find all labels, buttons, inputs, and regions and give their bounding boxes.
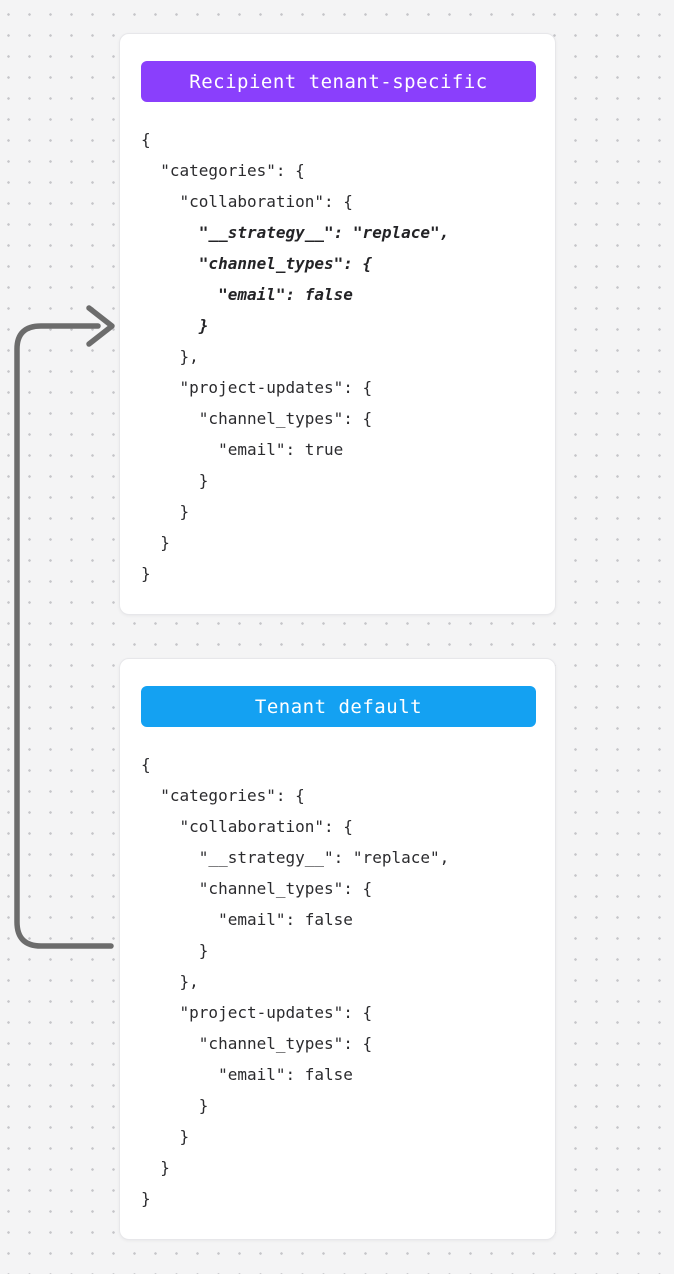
code-line: } <box>141 1096 209 1115</box>
code-line: } <box>141 1189 151 1208</box>
code-line: "__strategy__": "replace", <box>141 848 450 867</box>
code-line: "__strategy__": "replace", <box>141 223 450 242</box>
code-line: "collaboration": { <box>141 192 353 211</box>
card-tenant-default: Tenant default { "categories": { "collab… <box>119 658 556 1240</box>
code-line: }, <box>141 347 199 366</box>
card-recipient-tenant-specific: Recipient tenant-specific { "categories"… <box>119 33 556 615</box>
code-line: "categories": { <box>141 161 305 180</box>
code-line: "project-updates": { <box>141 378 373 397</box>
code-line: "collaboration": { <box>141 817 353 836</box>
code-line: { <box>141 130 151 149</box>
badge-recipient-tenant-specific: Recipient tenant-specific <box>141 61 536 102</box>
code-line: "email": false <box>141 1065 353 1084</box>
code-line: { <box>141 755 151 774</box>
code-line: }, <box>141 972 199 991</box>
code-line: "channel_types": { <box>141 1034 373 1053</box>
code-line: "channel_types": { <box>141 879 373 898</box>
code-line: } <box>141 941 209 960</box>
code-line: "channel_types": { <box>141 409 373 428</box>
code-line: "email": false <box>141 910 353 929</box>
code-line: } <box>141 471 209 490</box>
json-code-tenant-default: { "categories": { "collaboration": { "__… <box>141 749 547 1214</box>
code-line: "channel_types": { <box>141 254 373 273</box>
json-code-recipient-tenant-specific: { "categories": { "collaboration": { "__… <box>141 124 547 589</box>
code-line: } <box>141 502 190 521</box>
code-line: "project-updates": { <box>141 1003 373 1022</box>
code-line: } <box>141 316 209 335</box>
code-line: } <box>141 564 151 583</box>
code-line: } <box>141 1158 170 1177</box>
merge-arrow-line <box>14 323 114 949</box>
code-line: } <box>141 533 170 552</box>
code-line: "categories": { <box>141 786 305 805</box>
code-line: "email": false <box>141 285 353 304</box>
code-line: "email": true <box>141 440 344 459</box>
badge-tenant-default: Tenant default <box>141 686 536 727</box>
merge-arrow-head <box>86 305 115 347</box>
code-line: } <box>141 1127 190 1146</box>
